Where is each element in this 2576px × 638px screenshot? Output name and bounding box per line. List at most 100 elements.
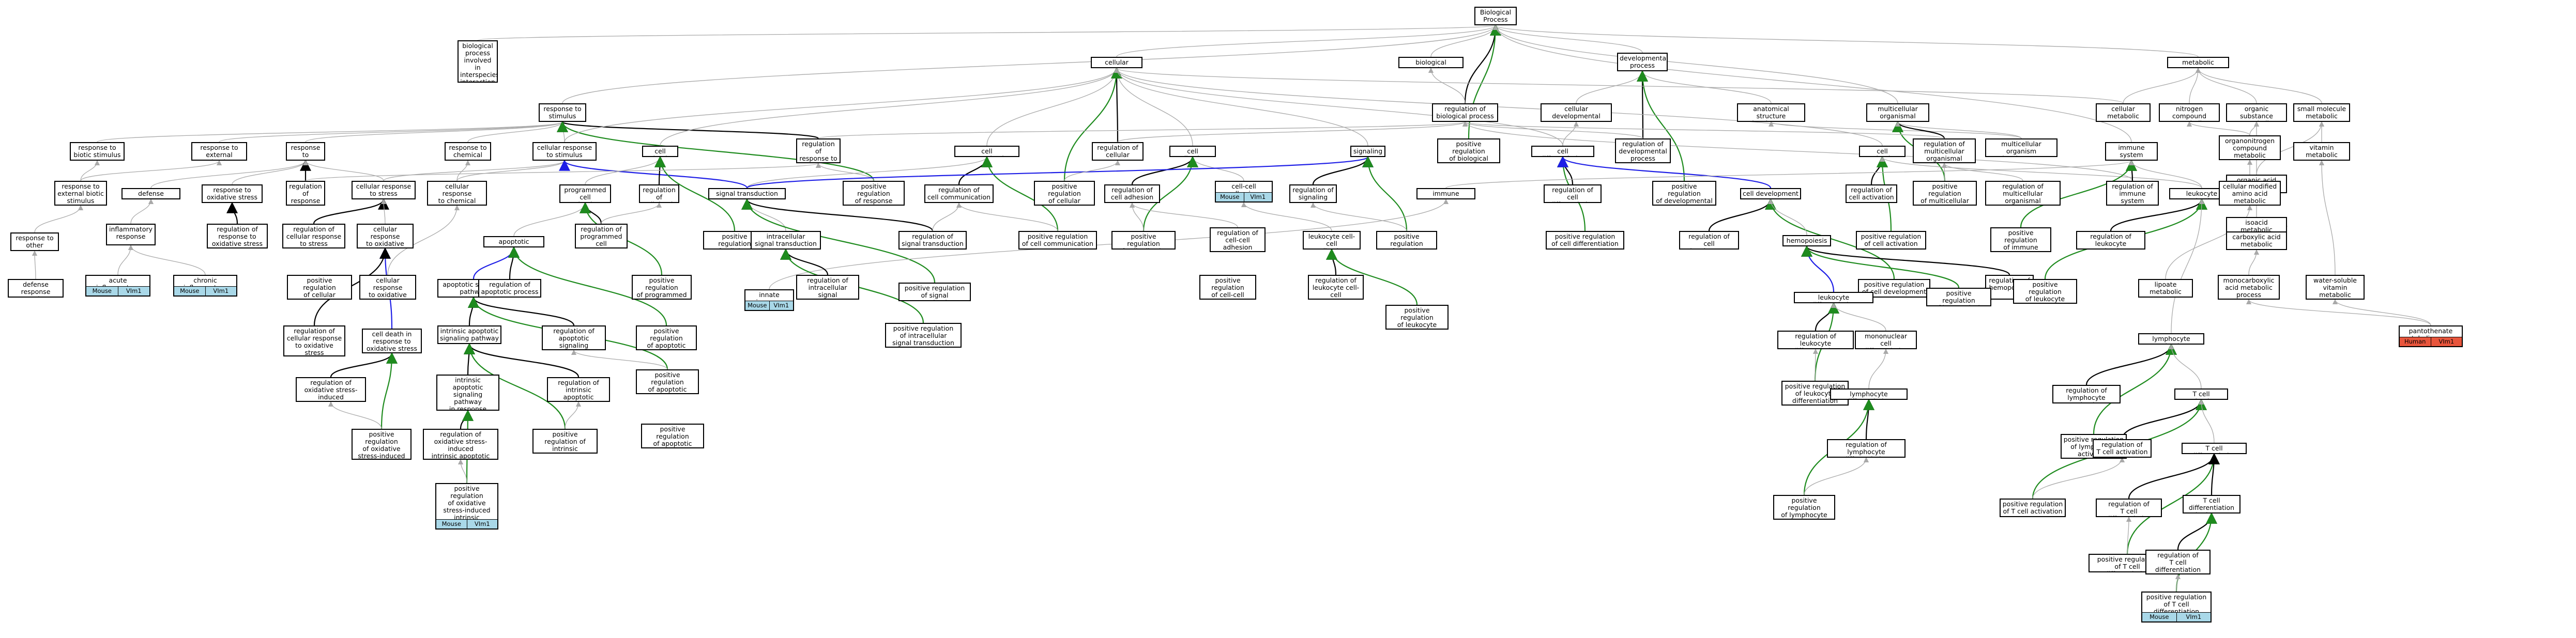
relation-edge-gray — [1129, 202, 1238, 228]
relation-edge-black — [313, 198, 389, 224]
go-term-node: positive regulation of cell-cell adhesio… — [1199, 275, 1256, 300]
go-term-label: positive regulation of immune system pro… — [2003, 229, 2038, 252]
go-term-node: response to external stimulus — [191, 142, 247, 161]
relation-edge-gray — [1576, 70, 1645, 104]
go-term-label: water-soluble vitamin metabolic process — [2313, 276, 2357, 299]
go-term-label: response to stress — [291, 144, 321, 160]
go-term-node: programmed cell death — [559, 184, 611, 203]
go-term-label: anatomical structure development — [1750, 105, 1792, 121]
go-term-label: cell differentiation — [1540, 147, 1586, 157]
relation-edge-black — [460, 409, 474, 429]
annotation-tag: VIm1 — [467, 520, 497, 528]
relation-edge-gray — [571, 349, 668, 370]
go-term-label: positive regulation of cell communicatio… — [1022, 232, 1094, 247]
relation-edge-black — [1870, 155, 1888, 185]
relation-edge-gray — [601, 202, 662, 224]
relation-edge-gray — [1241, 201, 1332, 231]
go-term-node: positive regulation of cell differentiat… — [1546, 231, 1624, 250]
go-term-label: T cell differentiation in thymus — [2188, 496, 2235, 513]
relation-edge-gray — [97, 121, 565, 143]
go-term-label: signal transduction — [716, 190, 778, 197]
go-term-label: mononuclear cell differentiation — [1863, 332, 1909, 349]
go-term-node: regulation of cellular response to stres… — [282, 224, 345, 248]
relation-edge-gray — [80, 160, 222, 181]
go-term-node: cellular modified amino acid metabolic p… — [2219, 181, 2281, 206]
go-term-label: response to chemical — [449, 144, 487, 159]
go-term-node: monocarboxylic acid metabolic process — [2218, 275, 2280, 300]
go-term-node: regulation of cell communication — [924, 184, 994, 203]
annotation-tag: VIm1 — [769, 301, 793, 310]
go-term-node: positive regulation of apoptotic process — [636, 325, 697, 350]
go-term-node: mononuclear cell differentiation — [1855, 331, 1917, 349]
relation-edge-black — [2208, 453, 2220, 495]
go-term-node: organonitrogen compound metabolic proces… — [2219, 135, 2281, 160]
go-term-node: defense response — [121, 188, 180, 199]
go-term-node: positive regulation of immune system pro… — [1990, 227, 2051, 252]
relation-edge-gray — [80, 160, 100, 181]
go-term-label: cellular response to chemical stimulus — [438, 182, 476, 205]
relation-edge-blue — [559, 159, 748, 189]
go-term-node: T cell activation — [2174, 388, 2228, 400]
go-term-label: immune system process — [2118, 144, 2145, 160]
relation-edge-gray — [2032, 457, 2125, 499]
go-term-label: positive regulation of intracellular sig… — [892, 324, 954, 347]
go-term-node: response to biotic stimulus — [70, 142, 125, 161]
go-term-label: response to external stimulus — [200, 144, 238, 160]
relation-edge-gray — [1462, 121, 2133, 181]
relation-edge-gray — [1114, 67, 1368, 146]
go-term-node: positive regulation of multicellular org… — [1913, 181, 1977, 206]
go-term-node: chronic inflammatory responseMouseVIm1 — [173, 275, 237, 297]
go-term-label: carboxylic acid metabolic process — [2232, 233, 2281, 250]
relation-edge-gray — [128, 244, 206, 275]
go-term-node: apoptotic process — [483, 236, 544, 247]
go-term-node: positive regulation of programmed cell d… — [632, 275, 692, 300]
relation-edge-gray — [2186, 121, 2250, 136]
go-term-node: positive regulation of leukocyte cell-ce… — [1385, 305, 1449, 330]
go-term-label: positive regulation of signaling — [1388, 232, 1425, 249]
go-term-node: response to chemical — [445, 142, 491, 161]
go-term-node: cellular developmental process — [1541, 103, 1612, 122]
go-term-label: T cell differentiation — [2191, 444, 2237, 454]
go-term-label: positive regulation of apoptotic process — [647, 327, 686, 350]
go-term-label: cellular response to oxidative stress — [366, 225, 404, 248]
go-term-node: cellular response to oxidative stress — [359, 275, 416, 300]
go-term-node: leukocyte cell-cell adhesion — [1303, 231, 1361, 250]
go-term-label: developmental process — [1620, 54, 1668, 69]
go-term-label: cellular response to stimulus — [537, 144, 592, 159]
relation-edge-blue — [746, 155, 1374, 189]
go-term-label: positive regulation of hemopoiesis — [1934, 289, 1984, 306]
relation-edge-gray — [1462, 121, 1643, 139]
go-term-label: cellular response to stress — [356, 182, 411, 197]
relation-edge-green — [508, 246, 667, 326]
relation-edge-gray — [1114, 67, 2124, 104]
go-term-node: regulation of leukocyte differentiation — [1777, 331, 1854, 349]
relation-edge-gray — [2249, 121, 2260, 136]
relation-edge-green — [1637, 70, 1685, 181]
go-term-label: regulation of multicellular organismal p… — [1924, 140, 1965, 163]
go-term-node: regulation of biological process — [1432, 103, 1498, 122]
go-term-label: positive regulation of oxidative stress-… — [358, 430, 405, 460]
go-term-label: response to stimulus — [543, 105, 582, 120]
go-term-node: cell communication — [954, 146, 1019, 157]
go-term-label: inflammatory response — [109, 225, 153, 240]
relation-edge-gray — [1116, 24, 1498, 57]
go-term-node: vitamin metabolic process — [2293, 142, 2350, 161]
relation-edge-green — [380, 352, 398, 429]
go-term-label: positive regulation of developmental pro… — [1656, 182, 1713, 205]
relation-edge-black — [1111, 67, 1123, 143]
go-term-node: organic substance metabolic process — [2226, 103, 2287, 122]
go-term-label: positive regulation of T cell activation — [2002, 500, 2063, 515]
relation-edge-green — [2126, 453, 2220, 554]
go-term-label: regulation of cell communication — [927, 186, 991, 201]
go-term-label: lymphocyte activation — [2152, 335, 2190, 344]
go-term-node: response to other organism — [10, 232, 59, 251]
go-term-label: regulation of cell differentiation — [1550, 186, 1595, 203]
go-term-node: intrinsic apoptotic signaling pathway in… — [436, 375, 499, 411]
relation-edge-black — [1464, 24, 1501, 104]
go-term-node: immune response — [1416, 188, 1475, 199]
go-term-node: response to external biotic stimulus — [54, 181, 107, 206]
relation-edge-gray — [2198, 399, 2215, 443]
